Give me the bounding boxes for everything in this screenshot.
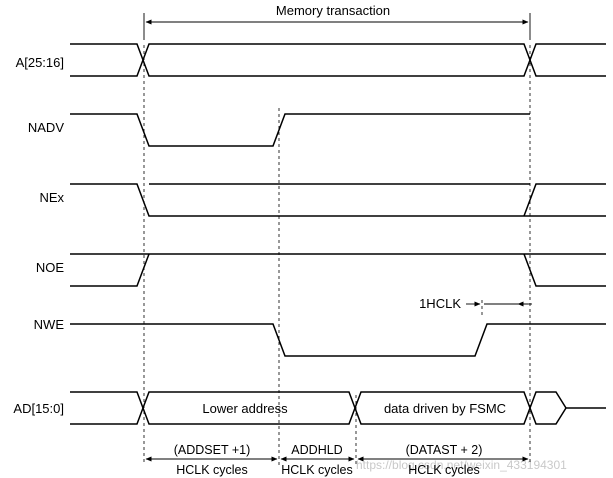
addhld-cycles-label: HCLK cycles [281,463,353,477]
timing-annotations: (ADDSET +1) HCLK cycles ADDHLD HCLK cycl… [145,443,529,477]
memory-transaction-span: Memory transaction [143,3,531,40]
addset-label: (ADDSET +1) [174,443,251,457]
waveform-nadv [70,113,530,147]
signal-label-noe: NOE [36,260,65,275]
addset-cycles-label: HCLK cycles [176,463,248,477]
signal-label-nex: NEx [39,190,64,205]
signal-label-ad-bus: AD[15:0] [13,401,64,416]
waveform-noe [70,253,606,287]
waveform-addr-high [70,43,606,77]
memory-transaction-label: Memory transaction [276,3,390,18]
lower-address-label: Lower address [202,401,288,416]
guide-lines [143,45,531,465]
waveform-nex [70,183,606,217]
waveform-ad-bus: Lower address data driven by FSMC [70,391,606,425]
addhld-label: ADDHLD [291,443,342,457]
datast-label: (DATAST + 2) [406,443,483,457]
signal-label-nwe: NWE [34,317,65,332]
data-driven-label: data driven by FSMC [384,401,506,416]
signal-labels: A[25:16] NADV NEx NOE NWE AD[15:0] [13,55,64,416]
signal-label-nadv: NADV [28,120,64,135]
one-hclk-label: 1HCLK [419,296,461,311]
datast-cycles-label: HCLK cycles [408,463,480,477]
one-hclk-annotation: 1HCLK [419,296,532,311]
signal-label-addr-high: A[25:16] [16,55,64,70]
waveform-nwe [70,323,606,357]
